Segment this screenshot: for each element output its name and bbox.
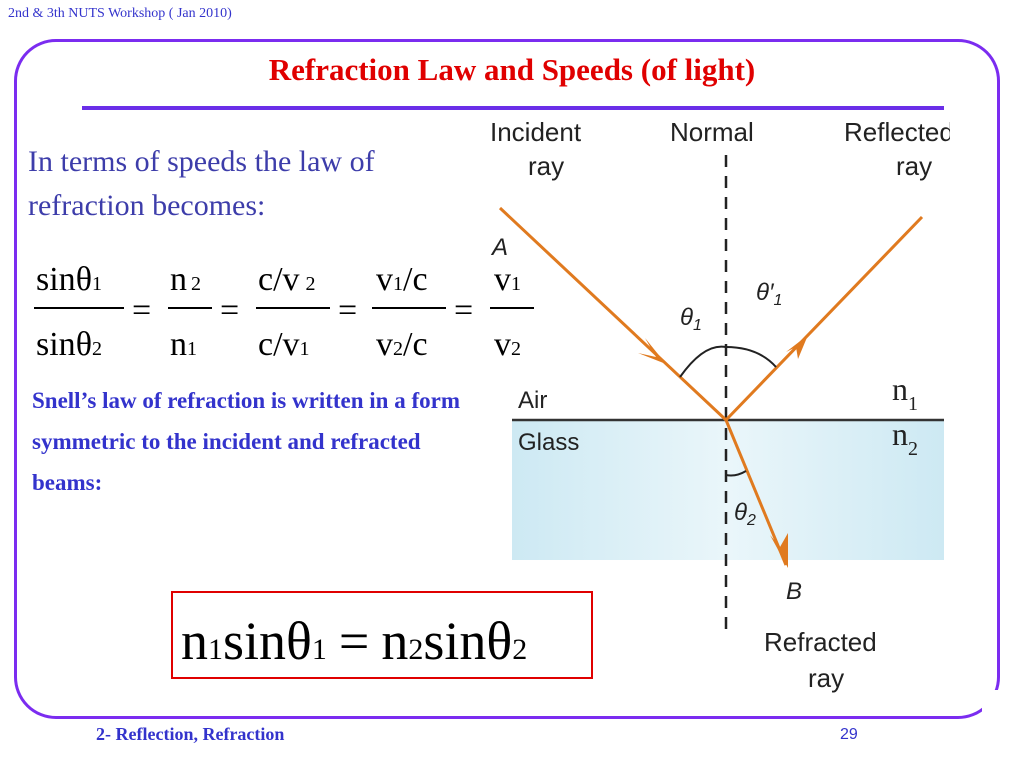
eq2-n2-sub: 2 (408, 633, 423, 666)
eq1-equals-1: = (132, 292, 151, 329)
theta1p-sub: 1 (774, 292, 783, 309)
snell-law-equation: n1sinθ1=n2sinθ2 (181, 611, 527, 671)
eq1-t3-den-sub: 1 (300, 338, 310, 360)
svg-text:n2: n2 (892, 416, 918, 460)
eq2-theta1-sub: 1 (312, 633, 327, 666)
refracted-arrow (770, 533, 788, 568)
eq1-t4-den-tail: /c (403, 326, 428, 363)
n1-sub: 1 (908, 393, 918, 415)
reflected-ray (724, 215, 924, 422)
normal-label: Normal (670, 117, 754, 147)
n1-label: n (892, 371, 908, 407)
eq1-t4-num-sub: 1 (393, 273, 403, 295)
snell-law-text: Snell’s law of refraction is written in … (32, 388, 460, 495)
n2-label: n (892, 416, 908, 452)
eq1-t5-den-v: v (494, 326, 511, 363)
eq2-theta1: θ (286, 611, 312, 671)
theta1-label: θ (680, 304, 693, 331)
svg-text:n1sinθ1=n2sinθ2: n1sinθ1=n2sinθ2 (181, 611, 527, 671)
theta2-arc (725, 470, 747, 477)
eq1-t4-den-v: v (376, 326, 393, 363)
svg-text:c/v1: c/v1 (258, 326, 310, 363)
theta1p-label: θ′ (756, 279, 775, 306)
eq1-equals-2: = (220, 292, 239, 329)
eq2-equals: = (339, 611, 369, 671)
svg-text:v2/c: v2/c (376, 326, 428, 363)
glass-region (512, 420, 944, 560)
theta2-sub: 2 (746, 512, 756, 529)
eq1-t3-num: c/v (258, 261, 300, 298)
eq1-t2-den-n: n (170, 326, 187, 363)
refracted-label-2: ray (808, 663, 844, 693)
eq1-t2-den-sub: 1 (187, 338, 197, 360)
svg-text:v2: v2 (494, 326, 521, 363)
glass-label: Glass (518, 429, 579, 456)
n2-sub: 2 (908, 438, 918, 460)
incident-arrow (638, 338, 666, 364)
air-label: Air (518, 387, 547, 414)
frame-corner-gap (982, 690, 1004, 712)
eq2-theta2-sub: 2 (512, 633, 527, 666)
theta1-arc (679, 345, 727, 378)
slide-title: Refraction Law and Speeds (of light) (268, 52, 756, 87)
refracted-label-1: Refracted (764, 627, 877, 657)
svg-text:θ2: θ2 (734, 499, 756, 529)
refraction-diagram: Incident ray Normal Reflected ray A B θ1… (490, 117, 950, 693)
incident-label-2: ray (528, 151, 564, 181)
eq2-n1: n (181, 611, 208, 671)
eq2-sin2: sin (423, 611, 486, 671)
refracted-ray (724, 419, 788, 566)
eq1-t1-num-sub: 1 (92, 273, 102, 295)
svg-text:n1: n1 (170, 326, 197, 363)
eq1-t1-num-sin: sin (36, 261, 76, 298)
eq1-t3-num-sub: 2 (306, 273, 316, 295)
reflected-arrow (786, 335, 808, 359)
eq1-t2-num-sub: 2 (191, 273, 201, 295)
svg-text:θ′1: θ′1 (756, 279, 782, 309)
eq1-t4-num-tail: /c (403, 261, 428, 298)
eq1-t4-den-sub: 2 (393, 338, 403, 360)
eq1-t1-num-theta: θ (76, 261, 92, 298)
svg-text:sinθ1: sinθ1 (36, 261, 102, 298)
eq1-t3-den: c/v (258, 326, 300, 363)
svg-text:v1/c: v1/c (376, 261, 428, 298)
svg-text:sinθ2: sinθ2 (36, 326, 102, 363)
eq2-sin1: sin (223, 611, 286, 671)
snell-law-equation-box: n1sinθ1=n2sinθ2 (171, 591, 593, 679)
theta2-label: θ (734, 499, 747, 526)
eq2-n2: n (381, 611, 408, 671)
incident-ray (498, 206, 728, 422)
incident-label-1: Incident (490, 117, 582, 147)
eq2-theta2: θ (486, 611, 512, 671)
eq2-n1-sub: 1 (208, 633, 223, 666)
svg-text:c/v2: c/v 2 (258, 261, 316, 298)
eq1-t4-num-v: v (376, 261, 393, 298)
eq1-t5-num-v: v (494, 261, 511, 298)
eq1-t5-num-sub: 1 (511, 273, 521, 295)
footer-section: 2- Reflection, Refraction (96, 724, 285, 744)
reflected-label-1: Reflected (844, 117, 950, 147)
svg-text:v1: v1 (494, 261, 521, 298)
reflected-label-2: ray (896, 151, 932, 181)
slide-frame (14, 39, 1000, 719)
title-underline (82, 106, 944, 110)
page-number: 29 (840, 726, 858, 743)
eq1-t1-den-sin: sin (36, 326, 76, 363)
intro-text: In terms of speeds the law of refraction… (28, 145, 375, 222)
eq1-equals-4: = (454, 292, 473, 329)
theta1-sub: 1 (693, 317, 702, 334)
theta1p-arc (725, 346, 777, 368)
point-b-label: B (786, 578, 802, 605)
eq1-equals-3: = (338, 292, 357, 329)
svg-text:n1: n1 (892, 371, 918, 415)
eq1-t5-den-sub: 2 (511, 338, 521, 360)
svg-text:n2: n2 (170, 261, 201, 298)
eq1-t1-den-sub: 2 (92, 338, 102, 360)
eq1-t2-num-n: n (170, 261, 187, 298)
header-note: 2nd & 3th NUTS Workshop ( Jan 2010) (8, 6, 232, 21)
eq1-t1-den-theta: θ (76, 326, 92, 363)
point-a-label: A (490, 234, 508, 261)
svg-text:θ1: θ1 (680, 304, 702, 334)
